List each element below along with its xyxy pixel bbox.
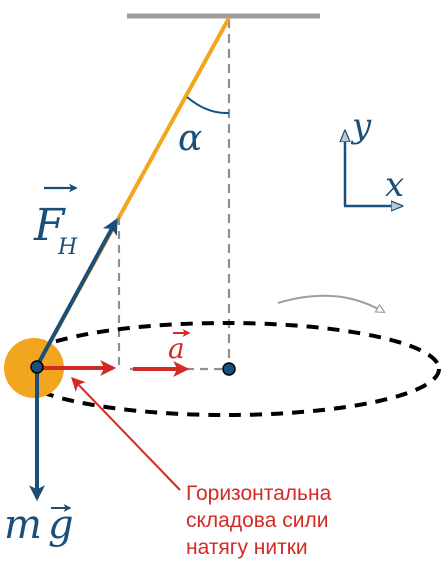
annotation-line-1: Горизонтальна bbox=[186, 482, 332, 505]
annotation-text: Горизонтальна складова сили натягу нитки bbox=[186, 482, 332, 559]
annotation-line-2: складова сили bbox=[186, 509, 328, 532]
tension-force-subscript: Н bbox=[57, 235, 78, 260]
acceleration-label: a bbox=[168, 329, 191, 365]
gravity-label: m g bbox=[4, 502, 74, 548]
y-axis-label: y bbox=[350, 106, 372, 146]
gravity-mass-symbol: m bbox=[4, 502, 42, 548]
gravity-g-symbol: g bbox=[48, 502, 74, 548]
coordinate-axes bbox=[344, 132, 401, 206]
acceleration-symbol: a bbox=[168, 332, 185, 365]
tension-force-symbol: F bbox=[33, 200, 66, 251]
tension-force-label: F Н bbox=[33, 183, 78, 260]
bob-center-point bbox=[30, 360, 44, 374]
tension-force-arrow bbox=[35, 218, 118, 367]
annotation-line-3: натягу нитки bbox=[186, 536, 308, 559]
angle-arc bbox=[186, 96, 230, 115]
annotation-pointer bbox=[71, 376, 181, 491]
angle-label: α bbox=[178, 118, 202, 159]
orbit-center-point bbox=[222, 362, 236, 376]
x-axis-label: x bbox=[385, 165, 404, 205]
motion-direction-arrow bbox=[277, 294, 384, 312]
